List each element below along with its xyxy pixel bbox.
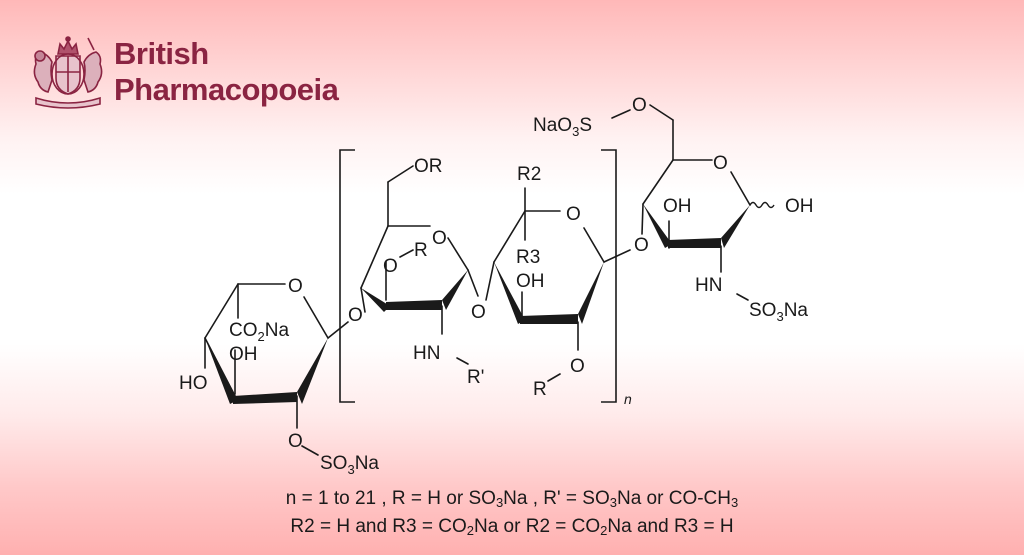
royal-coat-of-arms-icon [33,36,103,109]
unit3-ring-oxygen: O [566,204,581,225]
left-repeat-bracket [339,149,355,403]
unit1-so3na-label: SO3Na [320,453,379,477]
unit1-ring-oxygen: O [288,276,303,297]
unit3-r3-label: R3 [516,247,540,268]
unit4-nao3s-label: NaO3S [533,115,592,139]
glycosidic-oxygen-1: O [348,305,363,326]
unit4-ring-oxygen: O [713,153,728,174]
unit2-o3-oxygen: O [383,256,398,277]
substituent-legend: n = 1 to 21 , R = H or SO3Na , R' = SO3N… [0,487,1024,543]
brand-name: British Pharmacopoeia [114,36,339,108]
legend-line-1: n = 1 to 21 , R = H or SO3Na , R' = SO3N… [285,488,739,510]
unit3-o2-oxygen: O [570,356,585,377]
unit4-oh3-label: OH [663,196,692,217]
unit2-hn-label: HN [413,343,440,364]
glycosidic-oxygen-3: O [634,235,649,256]
brand-line-1: British [114,36,209,71]
glycosidic-oxygen-2: O [471,302,486,323]
unit1-co2na-label: CO2Na [229,320,289,344]
unit2-ring-oxygen: O [432,228,447,249]
unit2-r-prime-label: R' [467,367,484,388]
unit4-hn-label: HN [695,275,722,296]
unit4-o6-oxygen: O [632,95,647,116]
repeat-subscript-n: n [624,391,632,407]
unit4-so3na-label: SO3Na [749,300,808,324]
wavy-anomeric-bond [749,201,775,209]
unit1-ho-label: HO [179,373,208,394]
unit1-oh-label: OH [229,344,258,365]
unit2-or-label: OR [414,156,443,177]
legend-line-2: R2 = H and R3 = CO2Na or R2 = CO2Na and … [290,516,734,538]
unit3-r2-label: R2 [517,164,541,185]
unit4-oh1-label: OH [785,196,814,217]
right-repeat-bracket [601,149,617,403]
brand-line-2: Pharmacopoeia [114,72,339,107]
british-pharmacopoeia-logo: British Pharmacopoeia [28,34,339,110]
unit1-sulfate-oxygen: O [288,431,303,452]
unit3-r-label: R [533,379,547,400]
unit3-oh-label: OH [516,271,545,292]
unit2-r-label: R [414,240,428,261]
